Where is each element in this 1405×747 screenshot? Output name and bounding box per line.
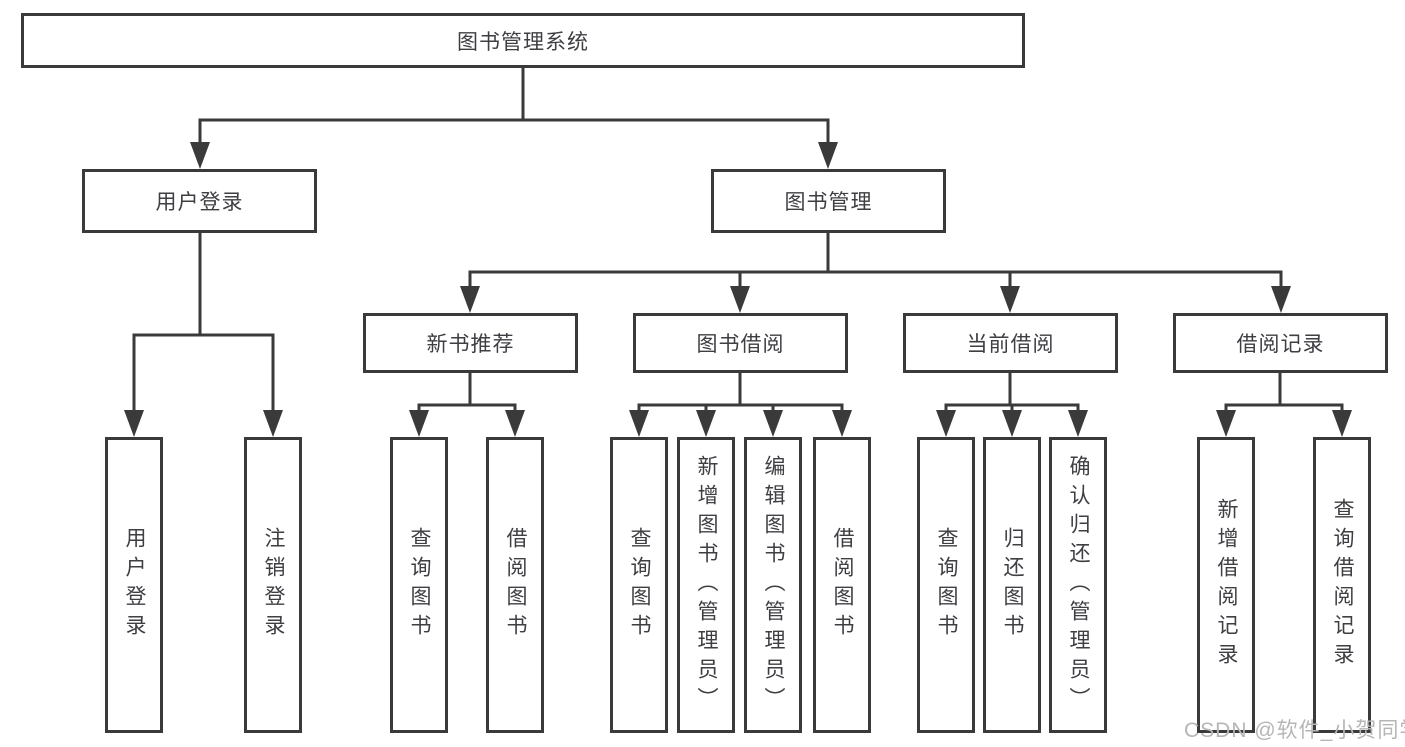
- node-logout-leaf-label: 注销登录: [262, 527, 285, 643]
- node-user-login-leaf: 用户登录: [105, 437, 163, 733]
- node-query-books-1-label: 查询图书: [408, 527, 431, 643]
- node-return-books-label: 归还图书: [1001, 527, 1024, 643]
- node-current-borrow-label: 当前借阅: [966, 333, 1055, 356]
- node-confirm-return-admin-label: 确认归还（管理员）: [1067, 454, 1090, 716]
- node-user-login-branch: 用户登录: [82, 169, 317, 233]
- node-user-login-branch-label: 用户登录: [155, 191, 244, 214]
- node-query-books-2: 查询图书: [610, 437, 668, 733]
- node-book-management: 图书管理: [711, 169, 946, 233]
- node-current-borrow: 当前借阅: [903, 313, 1118, 373]
- node-new-book-recommend-label: 新书推荐: [426, 333, 515, 356]
- node-query-books-1: 查询图书: [390, 437, 448, 733]
- node-borrow-records-label: 借阅记录: [1236, 333, 1325, 356]
- node-borrow-books-1: 借阅图书: [486, 437, 544, 733]
- node-add-borrow-record: 新增借阅记录: [1197, 437, 1255, 733]
- node-borrow-books-1-label: 借阅图书: [504, 527, 527, 643]
- csdn-watermark: CSDN @软件_小贺同学: [1184, 719, 1405, 742]
- node-new-book-recommend: 新书推荐: [363, 313, 578, 373]
- node-add-book-admin: 新增图书（管理员）: [677, 437, 735, 733]
- node-borrow-records: 借阅记录: [1173, 313, 1388, 373]
- node-add-borrow-record-label: 新增借阅记录: [1215, 498, 1238, 672]
- node-user-login-leaf-label: 用户登录: [123, 527, 146, 643]
- node-query-books-2-label: 查询图书: [628, 527, 651, 643]
- node-query-borrow-record: 查询借阅记录: [1313, 437, 1371, 733]
- node-edit-book-admin-label: 编辑图书（管理员）: [762, 454, 785, 716]
- node-borrow-books-2: 借阅图书: [813, 437, 871, 733]
- node-query-borrow-record-label: 查询借阅记录: [1331, 498, 1354, 672]
- node-query-books-3-label: 查询图书: [935, 527, 958, 643]
- node-return-books: 归还图书: [983, 437, 1041, 733]
- node-confirm-return-admin: 确认归还（管理员）: [1049, 437, 1107, 733]
- node-book-management-label: 图书管理: [784, 191, 873, 214]
- node-borrow-books-2-label: 借阅图书: [831, 527, 854, 643]
- node-root-label: 图书管理系统: [457, 30, 589, 54]
- node-root: 图书管理系统: [21, 13, 1025, 68]
- node-query-books-3: 查询图书: [917, 437, 975, 733]
- node-logout-leaf: 注销登录: [244, 437, 302, 733]
- node-book-borrow-label: 图书借阅: [696, 333, 785, 356]
- node-book-borrow: 图书借阅: [633, 313, 848, 373]
- node-edit-book-admin: 编辑图书（管理员）: [744, 437, 802, 733]
- node-add-book-admin-label: 新增图书（管理员）: [695, 454, 718, 716]
